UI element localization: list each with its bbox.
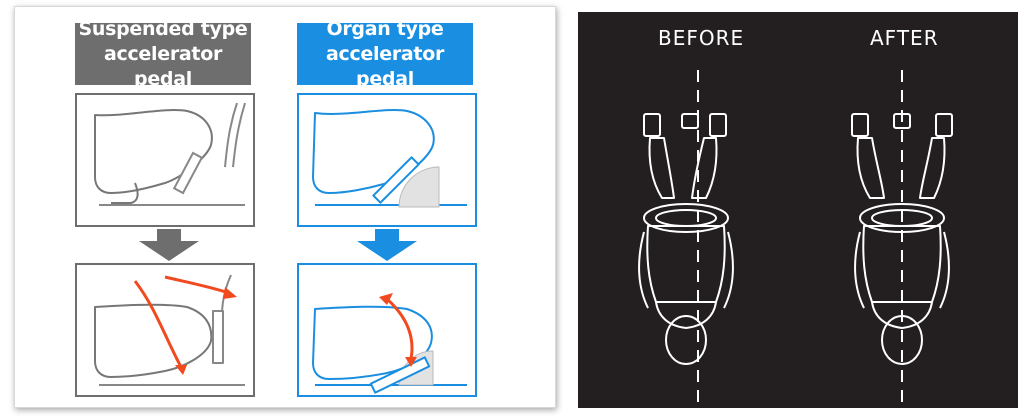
blue-down-arrow — [357, 229, 417, 261]
suspended-header-line1: Suspended type — [78, 17, 248, 40]
suspended-header-line2: accelerator pedal — [103, 42, 223, 90]
organ-pedal-bottom-pane — [297, 263, 477, 397]
pedal-comparison-panel: Suspended type accelerator pedal Organ t… — [14, 6, 556, 408]
organ-foot-bottom — [312, 305, 467, 394]
pedal-illustrations — [94, 102, 467, 394]
suspended-pedal-top — [172, 102, 246, 195]
suspended-foot-bottom — [94, 274, 245, 386]
organ-pedal-header: Organ type accelerator pedal — [297, 18, 473, 90]
organ-pedal-top-pane — [297, 93, 477, 227]
grey-down-arrow — [139, 229, 199, 261]
organ-header-line2: accelerator pedal — [325, 42, 445, 90]
driver-figure-before — [638, 113, 734, 365]
posture-comparison-panel: BEFORE AFTER — [578, 12, 1018, 408]
suspended-pedal-header: Suspended type accelerator pedal — [75, 18, 251, 90]
suspended-foot-top — [94, 109, 245, 206]
organ-header-line1: Organ type — [326, 17, 444, 40]
suspended-pedal-top-pane — [75, 93, 255, 227]
before-label: BEFORE — [658, 26, 745, 50]
suspended-pedal-bottom-pane — [75, 263, 255, 397]
after-label: AFTER — [870, 26, 939, 50]
suspended-motion-arrows — [133, 275, 237, 375]
driver-posture-illustrations — [638, 70, 953, 404]
driver-figure-after — [851, 113, 953, 365]
organ-motion-arrow — [379, 293, 417, 367]
organ-foot-top — [312, 109, 467, 208]
